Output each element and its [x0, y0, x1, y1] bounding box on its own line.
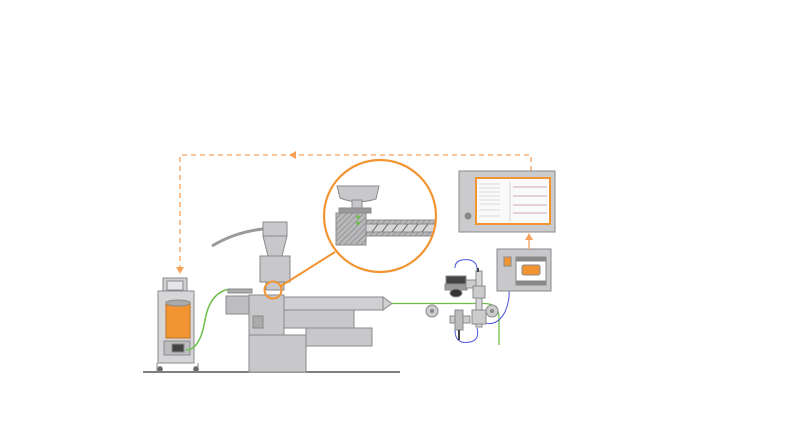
guide-roller — [485, 304, 499, 318]
material-feed-line — [185, 288, 231, 351]
feedback-loop — [179, 154, 532, 268]
feedback-arrow-down-icon — [176, 267, 184, 274]
sensor-assembly — [444, 259, 510, 343]
magnifier-connector — [280, 251, 336, 287]
monitor — [458, 170, 556, 233]
controller — [496, 248, 552, 292]
dosing-unit — [156, 277, 199, 372]
feed-zone-highlight — [263, 280, 283, 300]
feedback-arrow-left-icon — [289, 151, 296, 159]
monitor-button — [464, 212, 472, 220]
signal-arrow-up-icon — [525, 233, 533, 240]
extruder — [211, 221, 393, 373]
detail-magnifier — [322, 158, 438, 274]
guide-roller — [425, 304, 439, 318]
